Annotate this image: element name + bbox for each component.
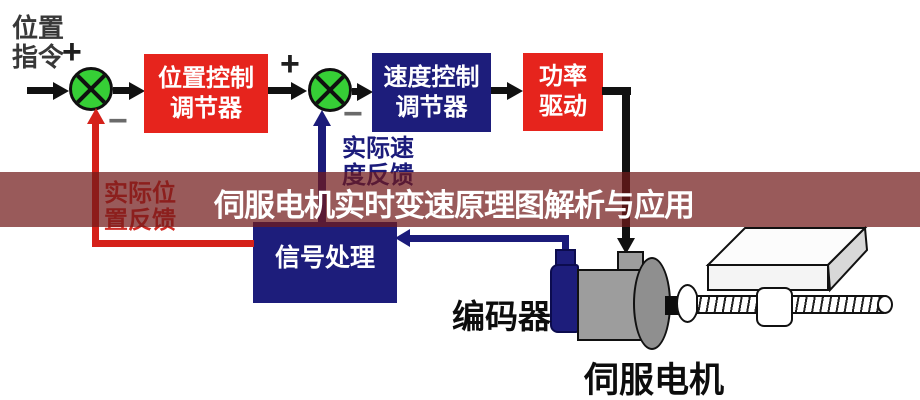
spdctrl-to-power-arrowhead-icon — [507, 82, 523, 100]
sum2-to-spdctrl-line — [352, 88, 360, 95]
sum2-plus-sign: + — [280, 45, 300, 83]
power-drive-block: 功率驱动 — [523, 53, 603, 131]
posctrl-to-sum2-line — [268, 87, 292, 94]
sum1-to-posctrl-line — [113, 87, 131, 94]
sum1-plus-sign: + — [62, 33, 82, 71]
power-out-vertical-line — [622, 87, 630, 240]
sum1-to-posctrl-arrowhead-icon — [129, 82, 145, 100]
sum2-to-spdctrl-arrowhead-icon — [357, 83, 373, 101]
speed-feedback-arrowhead-icon — [313, 110, 331, 126]
input-arrowhead-icon — [53, 82, 69, 100]
signal-processing-block: 信号处理 — [253, 222, 397, 303]
encoder-label: 编码器 — [452, 298, 551, 335]
power-out-horizontal-line — [602, 87, 631, 95]
title-banner-band — [0, 172, 920, 227]
position-feedback-horizontal-line — [92, 240, 254, 247]
encoder-wire-arrowhead-icon — [395, 229, 410, 247]
slide-table-3d-box — [705, 225, 869, 293]
signal-processing-label: 信号处理 — [274, 243, 375, 272]
speed-controller-block: 速度控制调节器 — [372, 53, 491, 132]
encoder-body — [550, 264, 579, 333]
encoder-wire-vertical-line — [562, 235, 569, 252]
power-to-motor-arrowhead-icon — [617, 238, 635, 254]
position-controller-label: 位置控制调节器 — [158, 64, 254, 122]
posctrl-to-sum2-arrowhead-icon — [291, 82, 307, 100]
sum1-minus-sign: − — [108, 102, 128, 140]
position-feedback-arrowhead-icon — [87, 108, 105, 124]
page-title: 伺服电机实时变速原理图解析与应用 — [214, 188, 695, 223]
input-arrow-line — [27, 87, 55, 94]
summing-junction-position — [69, 67, 113, 111]
servo-motor-label: 伺服电机 — [584, 361, 725, 400]
ball-screw-end — [877, 295, 893, 314]
spdctrl-to-power-line — [491, 87, 509, 94]
position-controller-block: 位置控制调节器 — [144, 54, 268, 133]
position-command-label: 位置指令 — [12, 13, 65, 72]
speed-controller-label: 速度控制调节器 — [383, 63, 480, 121]
encoder-wire-horizontal-line — [409, 235, 569, 242]
screw-nut — [756, 287, 793, 327]
power-drive-label: 功率驱动 — [539, 63, 587, 120]
summing-junction-speed — [308, 68, 352, 112]
motor-shaft — [665, 296, 679, 315]
